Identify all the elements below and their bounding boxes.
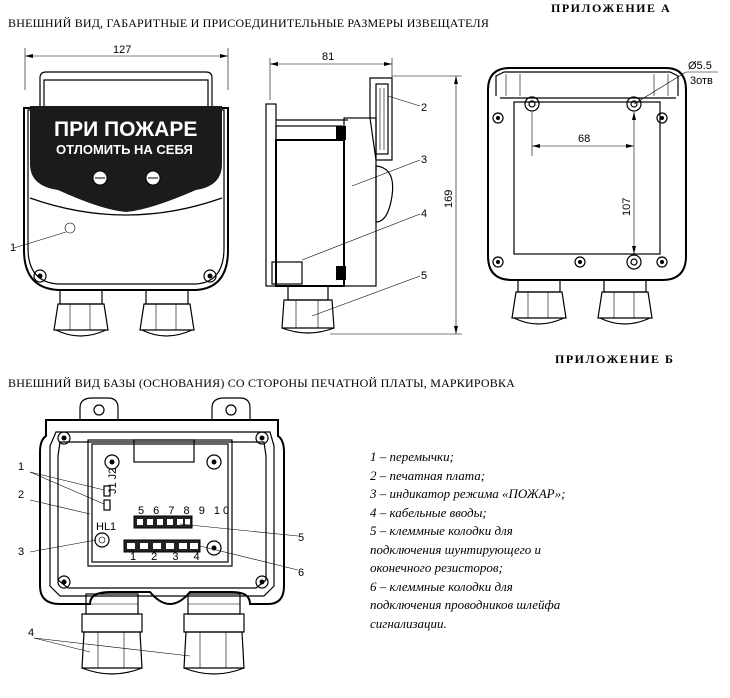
- terminal-bottom-nums: 1 2 3 4: [130, 551, 206, 563]
- back-horiz-dim: 68: [578, 133, 590, 145]
- legend: 1 – перемычки; 2 – печатная плата; 3 – и…: [370, 448, 700, 633]
- section-b-title: ВНЕШНИЙ ВИД БАЗЫ (ОСНОВАНИЯ) СО СТОРОНЫ …: [8, 376, 516, 390]
- legend-line: 1 – перемычки;: [370, 449, 454, 464]
- indicator-label: HL1: [96, 521, 116, 533]
- back-view: 68 107 Ø5.5 3отв: [487, 60, 718, 325]
- back-vert-dim: 107: [621, 198, 633, 216]
- base-callout-1: 1: [18, 461, 24, 473]
- side-callout-4: 4: [421, 208, 427, 220]
- side-height-dim: 169: [443, 190, 455, 208]
- front-view: 127 ПРИ ПОЖАРЕ ОТЛОМИТЬ НА СЕБЯ: [10, 44, 229, 337]
- legend-line: 2 – печатная плата;: [370, 467, 486, 483]
- legend-line: подключения проводников шлейфа: [370, 597, 561, 612]
- legend-line: оконечного резисторов;: [370, 560, 503, 575]
- legend-line: подключения шунтирующего и: [370, 541, 542, 557]
- section-a-title: ВНЕШНИЙ ВИД, ГАБАРИТНЫЕ И ПРИСОЕДИНИТЕЛЬ…: [8, 16, 490, 30]
- base-view: J1 J2 HL1 5 6 7 8 9 10 1 2 3 4: [18, 397, 304, 675]
- jumper-label: J1 J2: [107, 468, 119, 494]
- side-depth-dim: 81: [322, 51, 334, 63]
- legend-line: 3 – индикатор режима «ПОЖАР»;: [370, 486, 566, 501]
- side-view: 81 169 2 3: [265, 51, 462, 335]
- front-callout-1: 1: [10, 242, 16, 254]
- front-label-line2: ОТЛОМИТЬ НА СЕБЯ: [56, 142, 193, 157]
- front-label-line1: ПРИ ПОЖАРЕ: [54, 118, 197, 141]
- terminal-top-nums: 5 6 7 8 9 10: [138, 505, 232, 517]
- base-callout-4: 4: [28, 627, 34, 639]
- side-callout-5: 5: [421, 270, 427, 282]
- base-callout-6: 6: [298, 567, 304, 579]
- appendix-b-label: ПРИЛОЖЕНИЕ Б: [555, 352, 675, 366]
- legend-line: 6 – клеммные колодки для: [370, 578, 513, 594]
- legend-line: 4 – кабельные вводы;: [370, 504, 487, 520]
- legend-line: 5 – клеммные колодки для: [370, 523, 513, 538]
- base-callout-3: 3: [18, 546, 24, 558]
- legend-line: сигнализации.: [370, 615, 447, 631]
- side-callout-3: 3: [421, 154, 427, 166]
- side-callout-2: 2: [421, 102, 427, 114]
- back-hole-dim: Ø5.5: [688, 60, 712, 72]
- back-hole-count: 3отв: [690, 75, 713, 87]
- appendix-a-label: ПРИЛОЖЕНИЕ А: [551, 1, 672, 15]
- front-width-dim: 127: [113, 44, 131, 56]
- base-callout-2: 2: [18, 489, 24, 501]
- base-callout-5: 5: [298, 532, 304, 544]
